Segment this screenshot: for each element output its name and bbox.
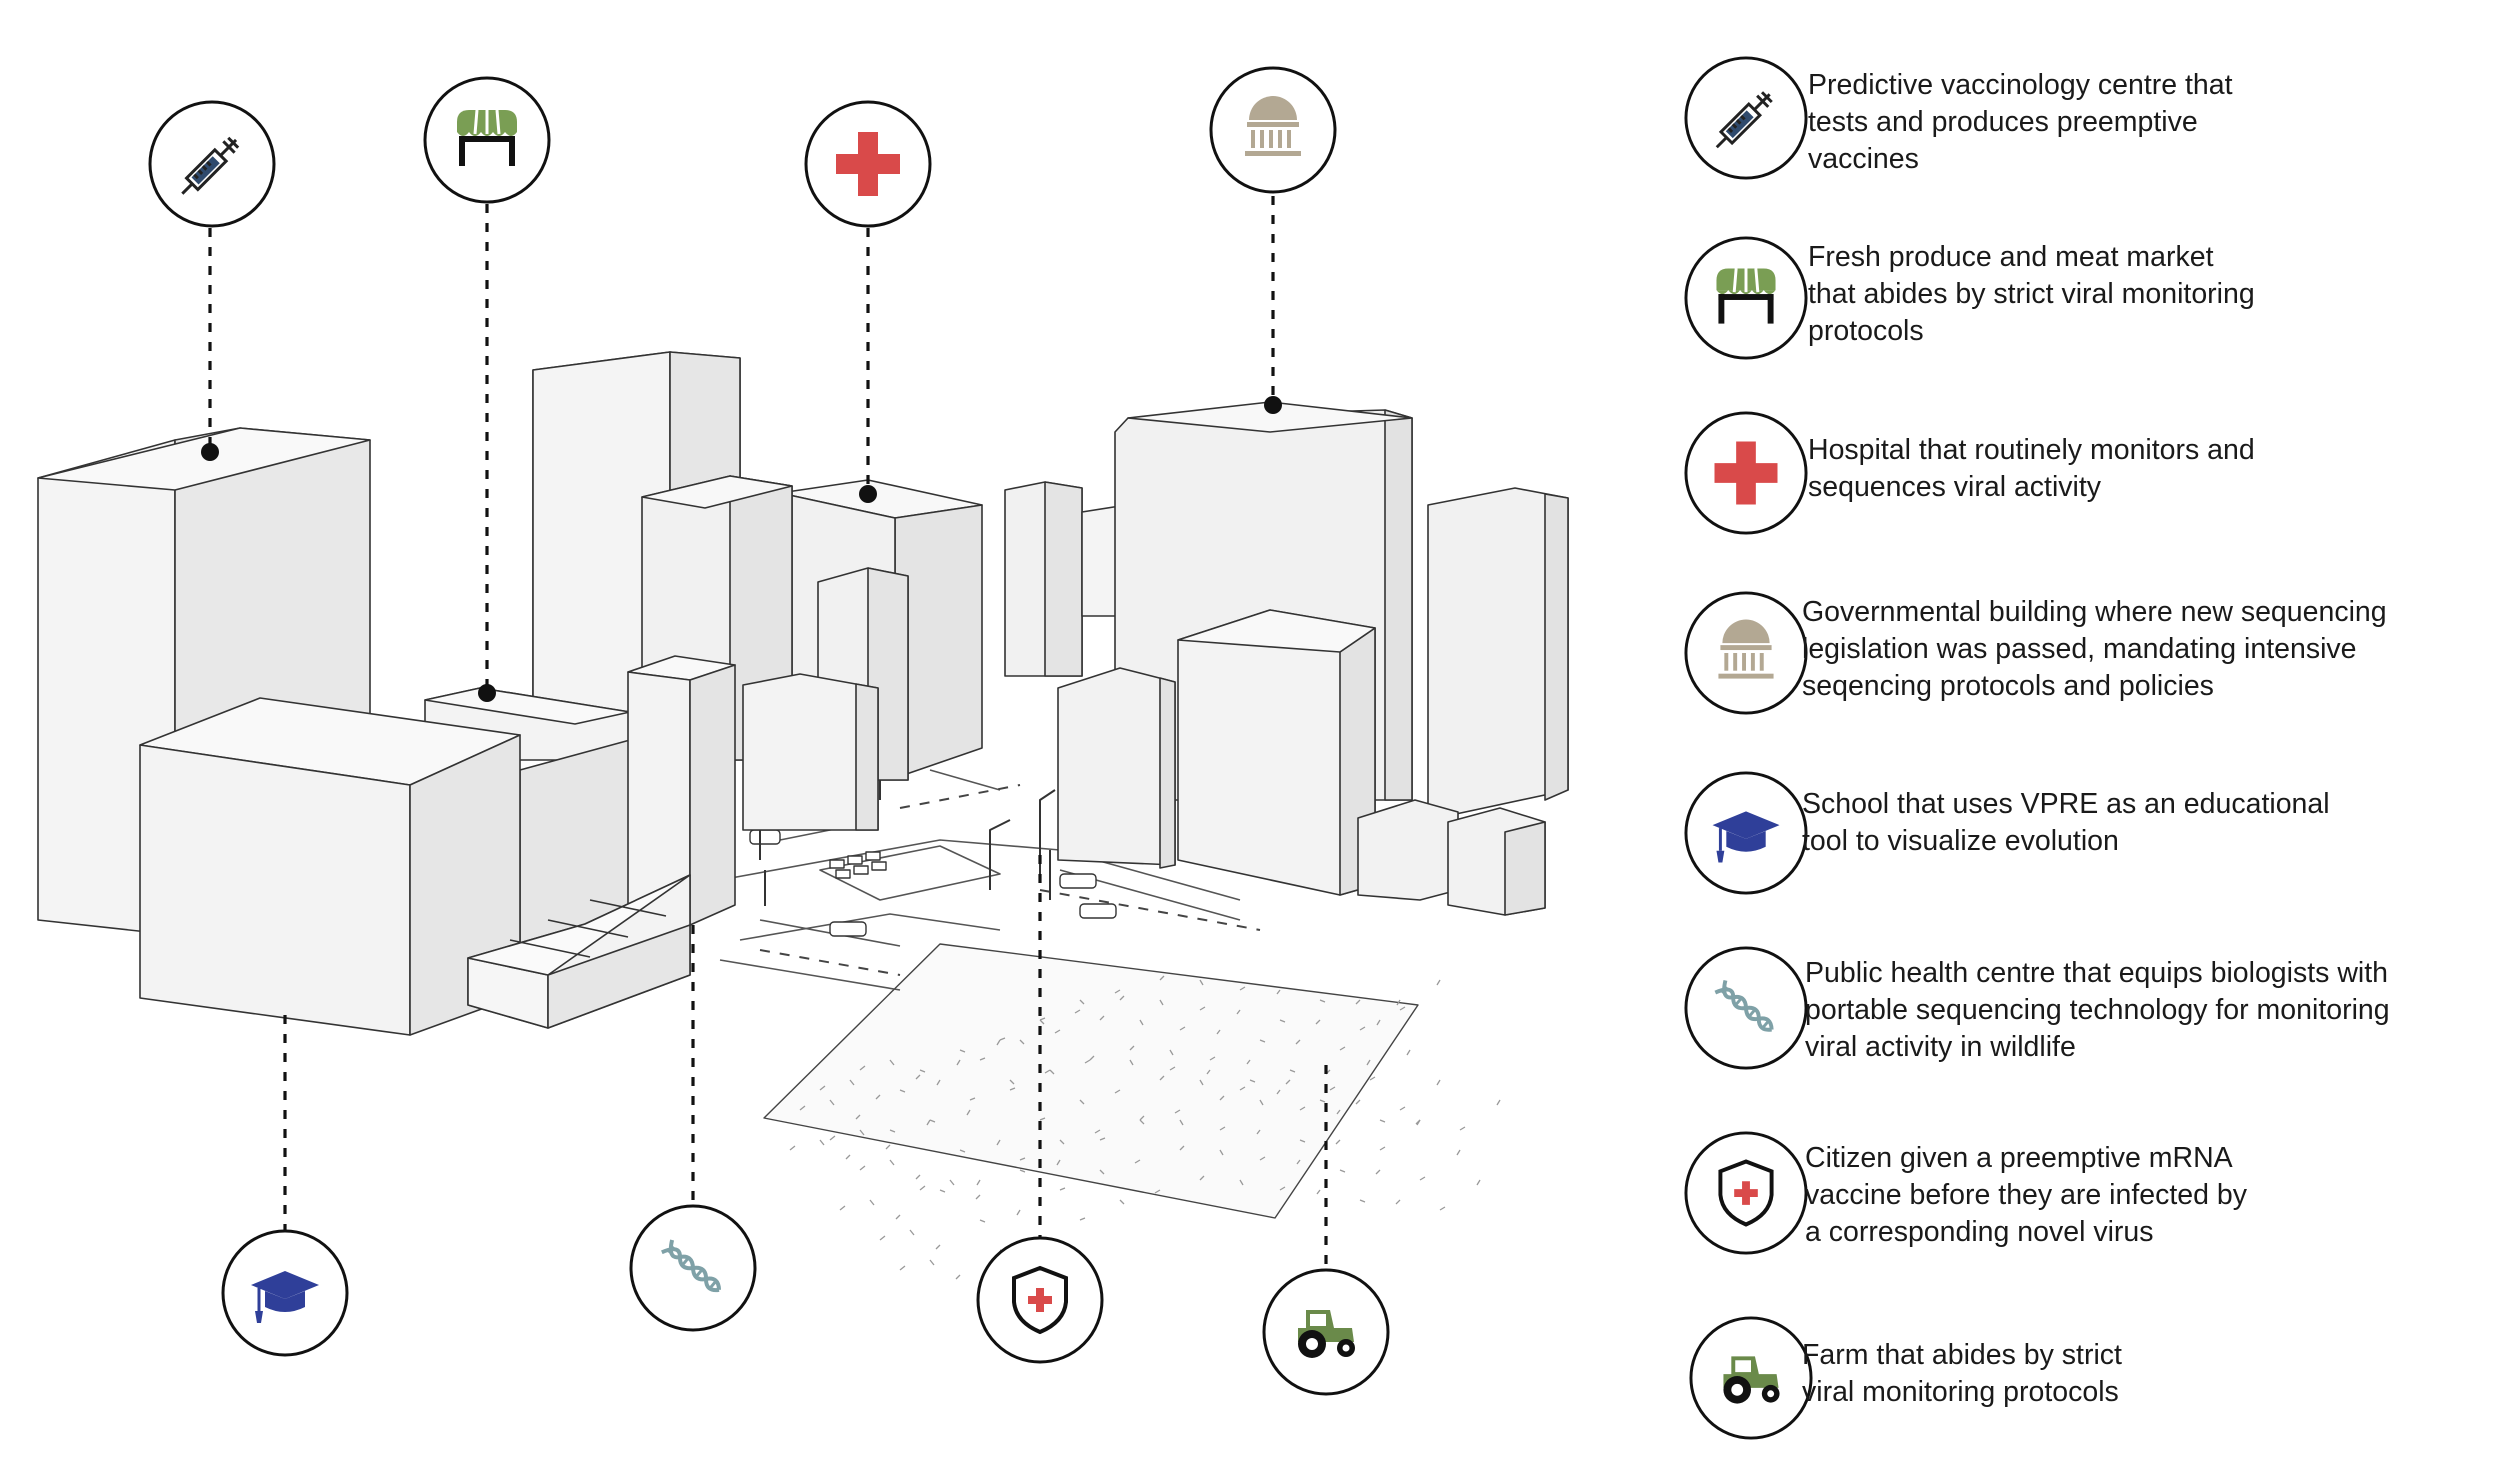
market-stall-icon — [1684, 236, 1808, 360]
legend-item-vaccinology: Predictive vaccinology centre that tests… — [1650, 55, 2500, 195]
legend-item-public-health: Public health centre that equips biologi… — [1650, 945, 2500, 1085]
legend-item-market: Fresh produce and meat market that abide… — [1650, 235, 2500, 375]
building-front-blocks — [467, 874, 691, 1029]
building-right-front — [1177, 609, 1376, 896]
legend-item-hospital: Hospital that routinely monitors and seq… — [1650, 410, 2500, 550]
map-government-building-icon — [1209, 66, 1337, 194]
hospital-cross-icon — [1684, 411, 1808, 535]
dna-icon — [1684, 946, 1808, 1070]
building-right-small — [1004, 481, 1121, 677]
syringe-icon — [1684, 56, 1808, 180]
connector-lines — [208, 196, 1328, 1272]
legend-item-school: School that uses VPRE as an educational … — [1650, 770, 2500, 910]
legend-text: School that uses VPRE as an educational … — [1802, 788, 2330, 857]
lane-markings — [759, 784, 1261, 976]
map-dna-icon — [629, 1204, 757, 1332]
legend-item-citizen: Citizen given a preemptive mRNA vaccine … — [1650, 1130, 2500, 1270]
building-right-smallcubes — [1357, 799, 1546, 916]
building-center-tower — [627, 655, 736, 926]
tractor-icon — [1689, 1316, 1813, 1440]
legend-text: Governmental building where new sequenci… — [1802, 596, 2387, 702]
map-market-stall-icon — [423, 76, 551, 204]
map-tractor-icon — [1262, 1268, 1390, 1396]
government-building-icon — [1684, 591, 1808, 715]
building-far-right — [1427, 487, 1569, 821]
legend-text: Hospital that routinely monitors and seq… — [1808, 434, 2255, 503]
map-syringe-icon — [148, 100, 276, 228]
legend-text: Public health centre that equips biologi… — [1805, 957, 2390, 1063]
building-hospital-front — [742, 673, 879, 831]
connector-dots — [201, 396, 1282, 702]
legend: Predictive vaccinology centre that tests… — [1650, 0, 2500, 1481]
city-illustration — [37, 66, 1569, 1396]
legend-text: Citizen given a preemptive mRNA vaccine … — [1805, 1142, 2248, 1248]
cars — [749, 829, 1117, 937]
legend-item-government: Governmental building where new sequenci… — [1650, 590, 2500, 730]
building-school — [139, 697, 521, 1036]
park-texture — [789, 975, 1501, 1280]
building-right-cube — [1057, 667, 1176, 869]
legend-item-farm: Farm that abides by strict viral monitor… — [1650, 1315, 2500, 1455]
legend-text: Farm that abides by strict viral monitor… — [1802, 1339, 2122, 1408]
legend-text: Predictive vaccinology centre that tests… — [1808, 69, 2233, 175]
shield-cross-icon — [1684, 1131, 1808, 1255]
map-hospital-cross-icon — [804, 100, 932, 228]
graduation-cap-icon — [1684, 771, 1808, 895]
map-graduation-cap-icon — [221, 1229, 349, 1357]
park-plaza — [763, 943, 1419, 1219]
legend-text: Fresh produce and meat market that abide… — [1808, 241, 2255, 347]
map-shield-cross-icon — [976, 1236, 1104, 1364]
